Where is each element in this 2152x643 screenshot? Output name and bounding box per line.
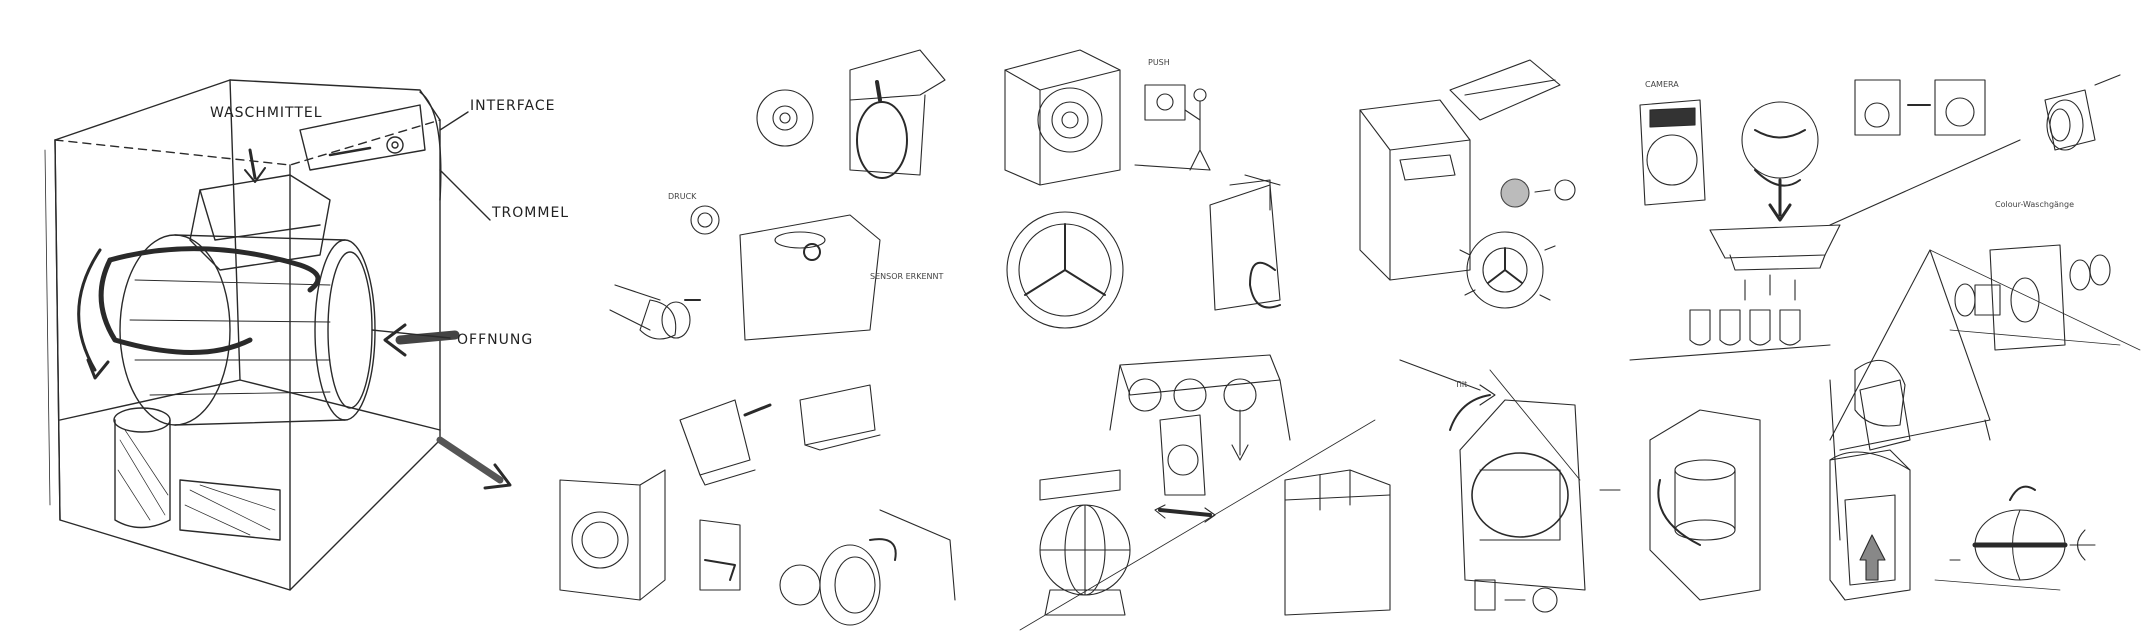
concept-cluster-boxes	[1360, 60, 1575, 390]
concept-cluster-layout	[1020, 355, 1390, 630]
concept-cluster-ball	[1830, 450, 2095, 600]
note-tilt: Tilt	[1455, 380, 1468, 389]
concept-cluster-controls	[560, 50, 955, 625]
label-interface: INTERFACE	[470, 98, 556, 114]
note-sensor: SENSOR ERKENNT	[870, 272, 944, 281]
label-trommel: TROMMEL	[492, 205, 570, 221]
concept-cluster-sorting	[1630, 75, 2140, 540]
note-push: PUSH	[1148, 58, 1170, 67]
label-waschmittel: WASCHMITTEL	[210, 105, 323, 121]
concept-cluster-tilt	[1450, 370, 1760, 612]
note-druck: DRUCK	[668, 192, 697, 201]
concept-cluster-doors	[1005, 50, 1280, 328]
note-colour: Colour-Waschgänge	[1995, 200, 2074, 209]
label-offnung: OFFNUNG	[457, 332, 534, 348]
note-camera: CAMERA	[1645, 80, 1679, 89]
main-washer-sketch	[45, 80, 510, 590]
